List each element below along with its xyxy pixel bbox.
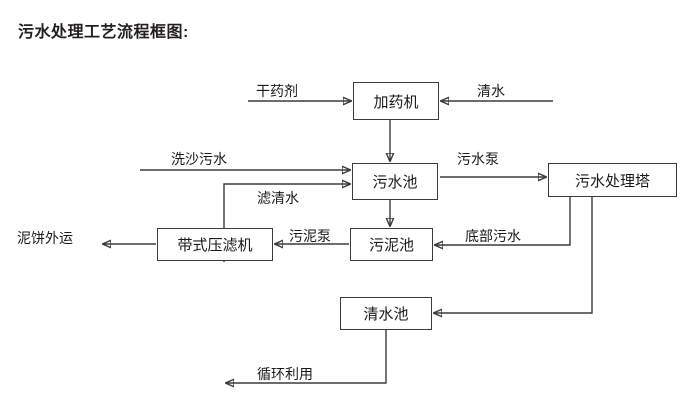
node-sludge-pool[interactable]: 污泥池 xyxy=(350,228,433,261)
flow-tower-to-clear-pool xyxy=(434,197,593,313)
page-title: 污水处理工艺流程框图: xyxy=(18,24,189,41)
edge-label-sewage-pump: 污水泵 xyxy=(457,151,499,167)
node-label: 污水处理塔 xyxy=(574,172,650,190)
node-belt-filter-press[interactable]: 带式压滤机 xyxy=(157,228,273,261)
edge-label-dry-chemical: 干药剂 xyxy=(256,83,298,99)
node-dosing-machine[interactable]: 加药机 xyxy=(353,82,439,120)
node-label: 污泥池 xyxy=(368,237,414,254)
node-sewage-pool[interactable]: 污水池 xyxy=(352,163,438,200)
node-label: 清水池 xyxy=(363,306,409,323)
node-label: 污水池 xyxy=(372,174,418,191)
flow-tower-to-sludge xyxy=(435,197,571,245)
edge-label-recycle-reuse: 循环利用 xyxy=(257,366,313,382)
node-sewage-treatment-tower[interactable]: 污水处理塔 xyxy=(548,163,677,197)
node-label: 带式压滤机 xyxy=(177,237,253,254)
edge-label-mud-cake-transport: 泥饼外运 xyxy=(17,230,73,246)
edge-label-sludge-pump: 污泥泵 xyxy=(289,228,331,244)
node-label: 加药机 xyxy=(373,93,419,111)
edge-label-bottom-sewage: 底部污水 xyxy=(465,228,521,244)
node-clear-water-pool[interactable]: 清水池 xyxy=(340,297,432,330)
edge-label-filtered-water: 滤清水 xyxy=(257,190,299,206)
edge-label-sand-washing-sewage: 洗沙污水 xyxy=(171,151,227,167)
flow-clear-pool-to-recycle xyxy=(226,330,387,383)
edge-label-clean-water: 清水 xyxy=(477,83,505,99)
